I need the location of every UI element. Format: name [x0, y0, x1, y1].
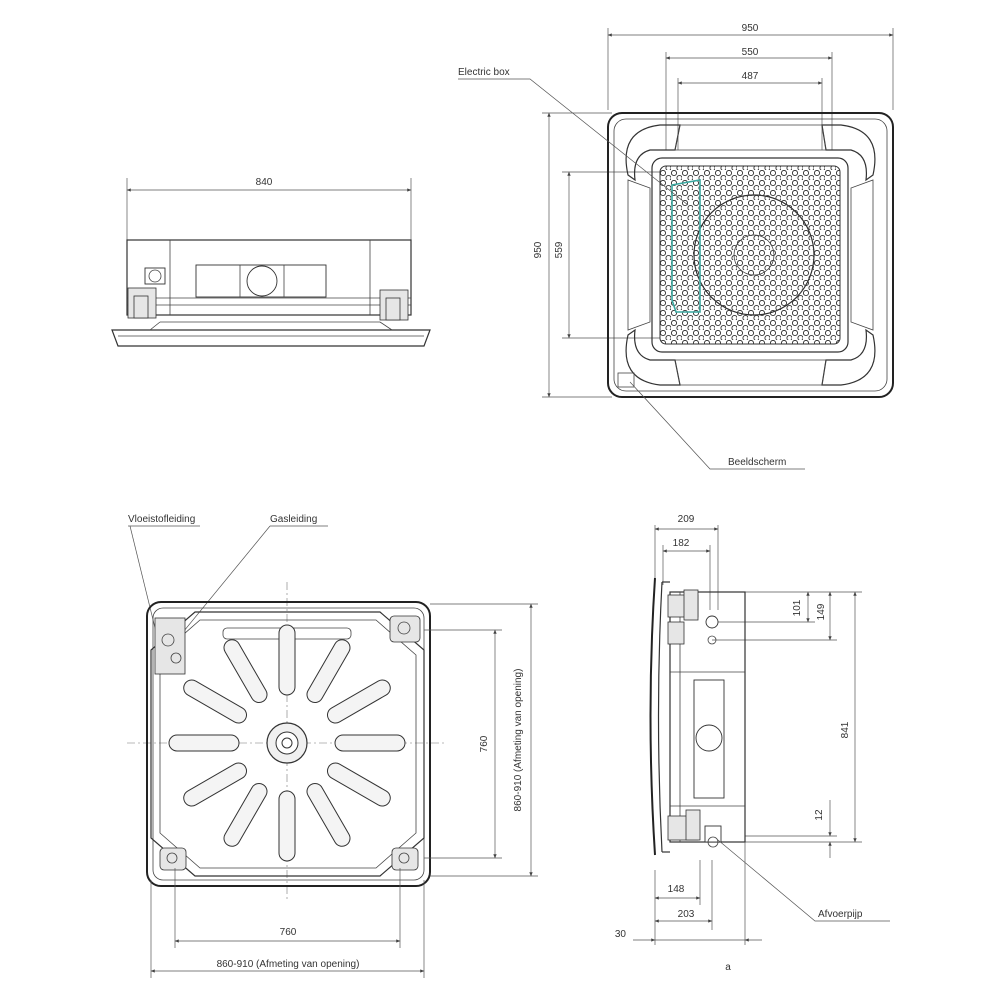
bottom-view: Vloeistofleiding Gasleiding: [127, 514, 538, 978]
bottom-opening-vertical-dim: 860-910 (Afmeting van opening): [513, 669, 524, 812]
bottom-opening-horizontal-dim: 860-910 (Afmeting van opening): [217, 959, 360, 970]
gas-pipe-label: Gasleiding: [270, 514, 317, 525]
top-width-487-dim: 487: [742, 71, 759, 82]
top-height-559-dim: 559: [554, 241, 565, 258]
side-dim-209: 209: [678, 514, 695, 525]
bottom-height-760-dim: 760: [479, 735, 490, 752]
side-dim-182: 182: [673, 538, 690, 549]
side-dim-149: 149: [816, 603, 827, 620]
top-width-550-dim: 550: [742, 47, 759, 58]
fan-pattern: [168, 624, 406, 862]
side-dim-203: 203: [678, 909, 695, 920]
side-dim-30: 30: [615, 929, 627, 940]
side-dim-148: 148: [668, 884, 685, 895]
top-height-950-dim: 950: [533, 241, 544, 258]
display-label: Beeldscherm: [728, 457, 786, 468]
side-view: 209 182 101 149 841 12: [615, 514, 890, 973]
side-dim-841: 841: [840, 721, 851, 738]
electric-box-label: Electric box: [458, 67, 510, 78]
side-caption: a: [725, 962, 731, 973]
front-view: 840: [111, 177, 431, 347]
drain-pipe-label: Afvoerpijp: [818, 909, 863, 920]
top-view: 950 550 487 950 559: [458, 23, 894, 470]
top-width-950-dim: 950: [742, 23, 759, 34]
front-width-dim: 840: [256, 177, 273, 188]
liquid-pipe-label: Vloeistofleiding: [128, 514, 195, 525]
side-dim-101: 101: [792, 599, 803, 616]
bottom-width-760-dim: 760: [280, 927, 297, 938]
side-dim-12: 12: [814, 809, 825, 821]
